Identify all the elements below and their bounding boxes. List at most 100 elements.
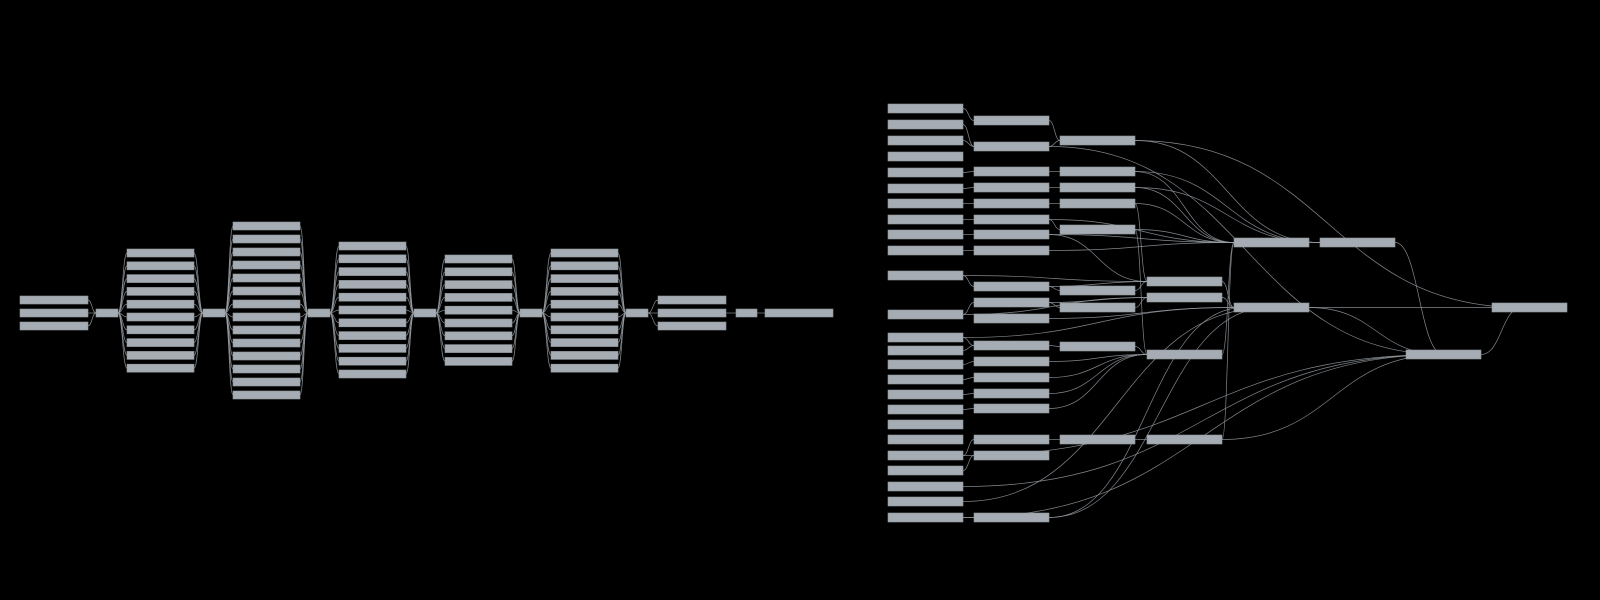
left-node-tail-1[interactable] xyxy=(657,308,727,318)
right-node-colA-8[interactable] xyxy=(887,229,964,240)
left-node-layer1-10[interactable] xyxy=(232,351,301,361)
right-node-colC-6[interactable] xyxy=(1059,302,1136,313)
right-node-colB-18[interactable] xyxy=(973,512,1050,523)
right-node-colA-21[interactable] xyxy=(887,465,964,476)
left-node-layer1-1[interactable] xyxy=(232,234,301,244)
left-node-hub-5[interactable] xyxy=(625,308,649,318)
left-node-layer0-4[interactable] xyxy=(126,299,195,309)
right-node-colB-0[interactable] xyxy=(973,115,1050,126)
right-node-colA-15[interactable] xyxy=(887,374,964,385)
left-node-hub-3[interactable] xyxy=(413,308,437,318)
left-node-layer1-0[interactable] xyxy=(232,221,301,231)
left-node-layer1-13[interactable] xyxy=(232,390,301,400)
right-node-colA-4[interactable] xyxy=(887,167,964,178)
right-node-colA-9[interactable] xyxy=(887,245,964,256)
right-node-colC-0[interactable] xyxy=(1059,135,1136,146)
right-node-colA-16[interactable] xyxy=(887,389,964,400)
left-node-layer1-3[interactable] xyxy=(232,260,301,270)
left-node-layer3-1[interactable] xyxy=(444,267,513,277)
left-node-layer0-5[interactable] xyxy=(126,312,195,322)
right-node-colC-5[interactable] xyxy=(1059,285,1136,296)
left-node-output[interactable] xyxy=(764,308,834,318)
left-node-pre-output[interactable] xyxy=(735,308,758,318)
left-node-layer1-12[interactable] xyxy=(232,377,301,387)
right-node-colB-17[interactable] xyxy=(973,450,1050,461)
right-node-colB-7[interactable] xyxy=(973,245,1050,256)
right-node-colD-2[interactable] xyxy=(1146,349,1223,360)
right-node-colA-1[interactable] xyxy=(887,119,964,130)
right-node-colA-17[interactable] xyxy=(887,404,964,415)
left-node-layer2-0[interactable] xyxy=(338,241,407,251)
left-node-tail-2[interactable] xyxy=(657,321,727,331)
right-node-colB-6[interactable] xyxy=(973,229,1050,240)
left-node-layer2-7[interactable] xyxy=(338,331,407,340)
left-node-layer1-7[interactable] xyxy=(232,312,301,322)
right-node-colD-1[interactable] xyxy=(1146,292,1223,303)
left-node-layer1-4[interactable] xyxy=(232,273,301,283)
left-node-layer3-6[interactable] xyxy=(444,331,513,341)
right-node-colA-11[interactable] xyxy=(887,309,964,320)
right-node-colB-3[interactable] xyxy=(973,182,1050,193)
right-node-colB-2[interactable] xyxy=(973,166,1050,177)
left-node-layer1-8[interactable] xyxy=(232,325,301,335)
right-node-colA-10[interactable] xyxy=(887,270,964,281)
right-node-colA-6[interactable] xyxy=(887,198,964,209)
right-node-colC-3[interactable] xyxy=(1059,198,1136,209)
left-node-hub-0[interactable] xyxy=(95,308,119,318)
left-node-layer0-2[interactable] xyxy=(126,274,195,283)
right-node-colA-18[interactable] xyxy=(887,419,964,430)
right-node-colB-16[interactable] xyxy=(973,434,1050,445)
left-node-hub-4[interactable] xyxy=(519,308,543,318)
right-node-colB-15[interactable] xyxy=(973,403,1050,414)
left-node-layer4-6[interactable] xyxy=(550,325,619,335)
right-node-colE-0[interactable] xyxy=(1233,237,1310,248)
left-node-layer4-5[interactable] xyxy=(550,312,619,322)
left-node-layer2-10[interactable] xyxy=(338,369,407,379)
left-node-layer2-2[interactable] xyxy=(338,267,407,276)
right-node-colD-3[interactable] xyxy=(1146,434,1223,445)
right-node-colA-23[interactable] xyxy=(887,496,964,507)
left-node-layer0-8[interactable] xyxy=(126,351,195,360)
right-node-colC-4[interactable] xyxy=(1059,224,1136,235)
left-node-layer3-0[interactable] xyxy=(444,254,513,264)
right-node-colB-12[interactable] xyxy=(973,356,1050,367)
left-node-layer3-4[interactable] xyxy=(444,305,513,315)
right-node-colC-2[interactable] xyxy=(1059,182,1136,193)
right-node-colC-7[interactable] xyxy=(1059,341,1136,352)
right-node-colB-1[interactable] xyxy=(973,141,1050,152)
right-node-colB-14[interactable] xyxy=(973,388,1050,399)
right-node-colA-3[interactable] xyxy=(887,151,964,162)
right-node-colA-24[interactable] xyxy=(887,512,964,523)
right-node-colA-12[interactable] xyxy=(887,332,964,343)
right-node-colA-7[interactable] xyxy=(887,214,964,225)
left-node-input-0[interactable] xyxy=(19,295,89,305)
right-node-colB-9[interactable] xyxy=(973,297,1050,308)
right-node-output[interactable] xyxy=(1491,302,1568,313)
right-node-colF-0[interactable] xyxy=(1319,237,1396,248)
left-node-layer1-6[interactable] xyxy=(232,299,301,309)
left-node-layer0-1[interactable] xyxy=(126,261,195,271)
right-node-colD-0[interactable] xyxy=(1146,276,1223,287)
right-node-colB-5[interactable] xyxy=(973,214,1050,225)
right-node-colB-4[interactable] xyxy=(973,198,1050,209)
right-node-colA-22[interactable] xyxy=(887,481,964,492)
right-node-colE-1[interactable] xyxy=(1233,302,1310,313)
left-node-layer2-6[interactable] xyxy=(338,318,407,328)
right-node-colB-11[interactable] xyxy=(973,340,1050,351)
left-node-layer0-3[interactable] xyxy=(126,287,195,296)
left-node-layer0-0[interactable] xyxy=(126,248,195,258)
left-node-layer4-2[interactable] xyxy=(550,274,619,283)
left-node-layer4-8[interactable] xyxy=(550,351,619,360)
left-node-layer4-1[interactable] xyxy=(550,261,619,271)
left-node-input-1[interactable] xyxy=(19,308,89,318)
right-node-colA-20[interactable] xyxy=(887,450,964,461)
right-node-colA-2[interactable] xyxy=(887,135,964,146)
right-node-colB-13[interactable] xyxy=(973,372,1050,383)
right-node-colA-13[interactable] xyxy=(887,345,964,356)
left-node-layer1-9[interactable] xyxy=(232,338,301,348)
left-node-layer3-5[interactable] xyxy=(444,318,513,328)
right-node-colA-14[interactable] xyxy=(887,359,964,370)
right-node-colC-1[interactable] xyxy=(1059,166,1136,177)
left-node-input-2[interactable] xyxy=(19,321,89,331)
left-node-layer3-8[interactable] xyxy=(444,357,513,366)
